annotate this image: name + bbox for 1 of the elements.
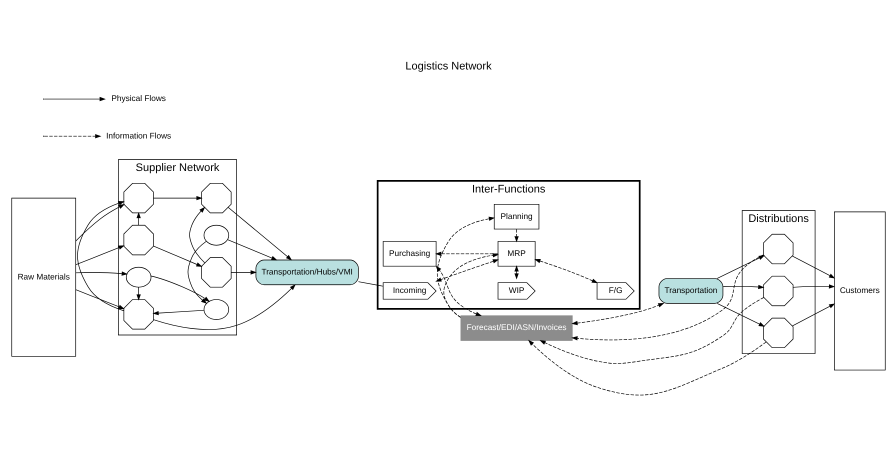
- diagram-title: Logistics Network: [404, 60, 492, 72]
